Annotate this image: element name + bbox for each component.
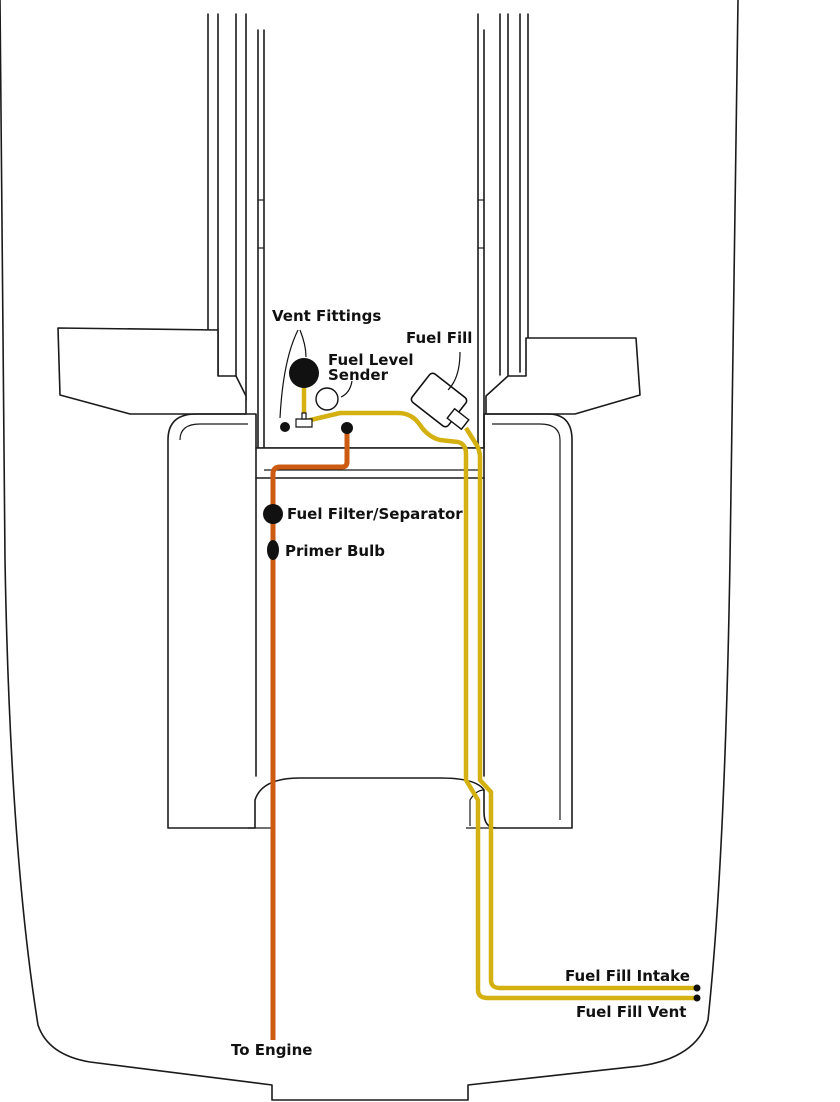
cockpit-inner-line [179,423,561,820]
label-fuel-level-sender-line2: Sender [328,366,389,384]
fuel-fill-leader [447,351,461,391]
hull-outline [0,0,739,1101]
label-to-engine: To Engine [231,1041,312,1059]
label-fuel-fill-vent: Fuel Fill Vent [576,1003,686,1021]
left-wing [57,327,247,415]
vent-fitting-left [280,422,290,432]
left-rail [207,13,265,449]
fuel-fill-vent-line [297,410,697,1001]
label-fuel-fill-intake: Fuel Fill Intake [565,967,690,985]
fill-intake-end-fitting [693,984,701,992]
label-fuel-level-sender-line1: Fuel Level [328,351,414,369]
fuel-level-sender-dark [289,358,319,388]
fuel-supply-line [270,428,350,1040]
vent-fittings-leader-1 [279,329,299,419]
primer-bulb [267,540,279,560]
fill-vent-end-fitting [693,994,701,1002]
fuel-fill-fitting [410,372,470,431]
label-primer-bulb: Primer Bulb [285,542,385,560]
label-fuel-filter-separator: Fuel Filter/Separator [287,505,463,523]
aft-step [248,789,496,829]
right-wing [485,337,641,415]
tank-bulkhead [255,447,485,479]
cockpit-well [167,413,573,829]
fuel-level-sender [315,387,339,411]
fuel-fill-intake-line [464,426,697,991]
vent-fittings-leader-2 [299,329,307,358]
fuel-level-leader [340,380,353,398]
vent-fitting-tee [295,412,313,428]
label-fuel-fill: Fuel Fill [406,329,472,347]
fuel-filter-separator [263,504,283,524]
fuel-pickup-fitting [341,422,353,434]
right-rail [477,13,529,449]
label-vent-fittings: Vent Fittings [272,307,381,325]
